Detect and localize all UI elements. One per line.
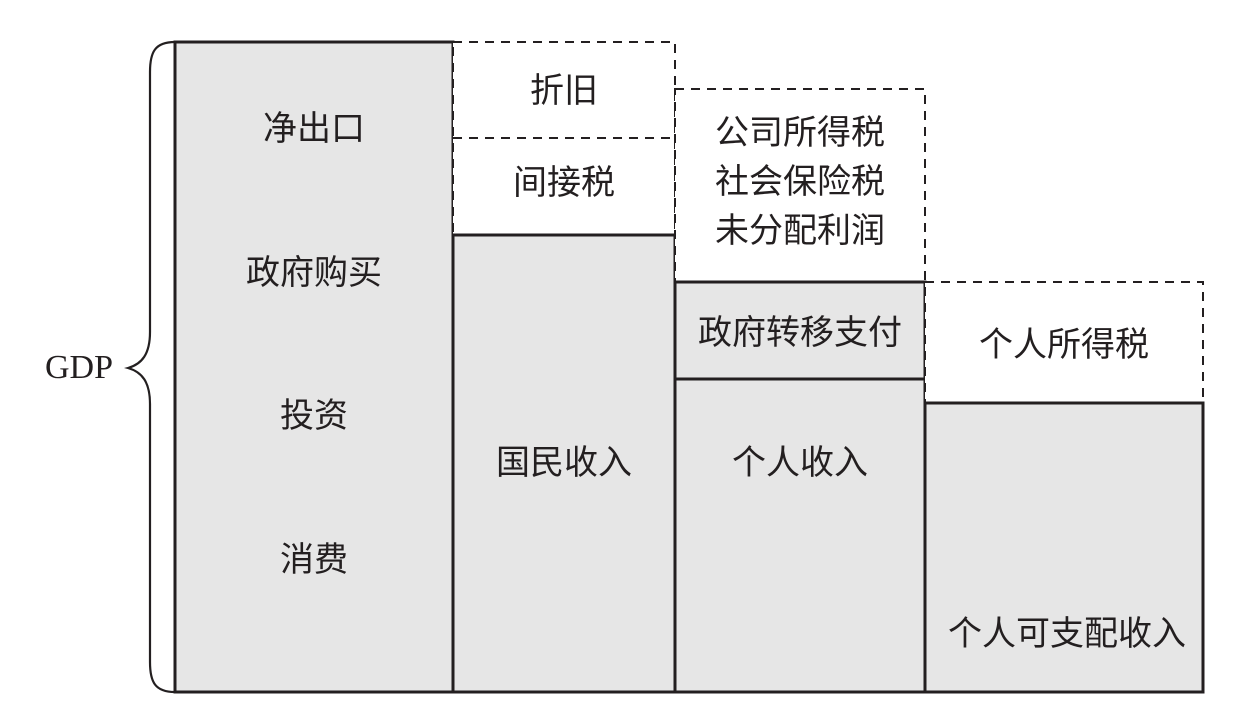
- net-exports-label: 净出口: [263, 109, 365, 149]
- disposable-income-column: [923, 401, 1205, 694]
- gdp-label: GDP: [45, 349, 113, 386]
- personal-income-tax-label: 个人所得税: [979, 325, 1149, 365]
- social-security-tax-label: 社会保险税: [715, 162, 885, 202]
- depreciation-label: 折旧: [530, 71, 598, 111]
- indirect-tax-label: 间接税: [513, 163, 615, 203]
- national-income-label: 国民收入: [496, 443, 632, 483]
- undistributed-profits-label: 未分配利润: [715, 211, 885, 251]
- personal-income-label: 个人收入: [732, 443, 868, 483]
- personal-income-column: [673, 280, 927, 694]
- personal-income-deductions-box: [674, 88, 926, 283]
- personal-income-tax-box: [924, 281, 1204, 404]
- gdp-brace-icon: [124, 40, 176, 694]
- disposable-income-label: 个人可支配收入: [948, 614, 1186, 654]
- government-transfer-payments-label: 政府转移支付: [698, 313, 902, 353]
- consumption-label: 消费: [280, 540, 348, 580]
- government-purchases-label: 政府购买: [246, 253, 382, 293]
- national-income-column: [451, 233, 677, 694]
- gdp-column: [173, 40, 455, 694]
- corporate-income-tax-label: 公司所得税: [715, 113, 885, 153]
- investment-label: 投资: [280, 396, 348, 436]
